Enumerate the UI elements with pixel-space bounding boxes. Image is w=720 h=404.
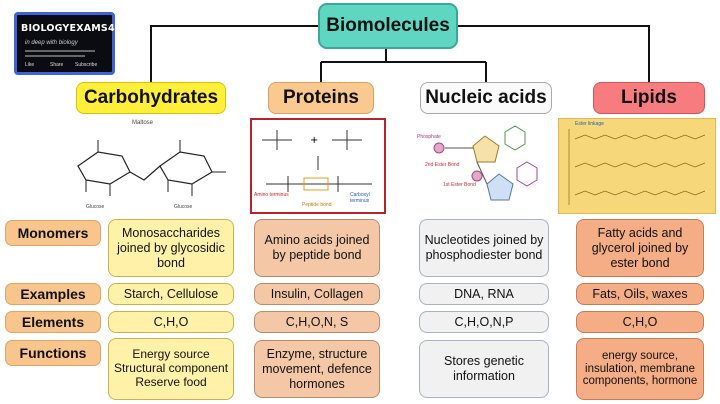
cell-nucleic-acids-monomers: Nucleotides joined by phosphodiester bon… [419, 219, 549, 277]
root-title: Biomolecules [318, 3, 458, 49]
amino-terminus-label: Amino terminus [254, 192, 289, 198]
cell-carbohydrates-monomers: Monosaccharides joined by glycosidic bon… [108, 219, 234, 277]
logo-like-label: Like [25, 62, 35, 68]
second-ester-bond-label: 2nd Ester Bond [425, 162, 460, 168]
logo-divider [25, 50, 95, 52]
first-ester-bond-label: 1st Ester Bond [443, 182, 476, 188]
cell-nucleic-acids-elements: C,H,O,N,P [419, 311, 549, 333]
row-label-functions: Functions [5, 340, 101, 366]
cell-carbohydrates-examples: Starch, Cellulose [108, 283, 234, 305]
logo-subscribe-label: Subscribe [75, 62, 98, 68]
cell-proteins-monomers: Amino acids joined by peptide bond [254, 219, 380, 277]
ester-linkage-label: Ester linkage [575, 121, 604, 127]
logo-tagline: in deep with biology [25, 40, 78, 46]
cell-lipids-examples: Fats, Oils, waxes [576, 283, 704, 305]
nucleotide-chain [433, 125, 538, 201]
lipid-chain [568, 129, 706, 205]
logo-title: BIOLOGYEXAMS4U [21, 23, 123, 34]
svg-text:+: + [310, 135, 318, 146]
lipid-structure-image: Ester linkage [558, 118, 716, 214]
peptide-bond-label: Peptide bond [302, 202, 332, 208]
cell-proteins-examples: Insulin, Collagen [254, 283, 380, 305]
category-proteins: Proteins [268, 82, 374, 114]
cell-lipids-functions: energy source, insulation, membrane comp… [576, 338, 704, 400]
carboxyl-terminus-label: Carboxyl terminus [350, 192, 370, 204]
cell-carbohydrates-elements: C,H,O [108, 311, 234, 333]
glucose-right-label: Glucose [174, 204, 193, 210]
nucleotide-structure-image: Phosphate 2nd Ester Bond 1st Ester Bond [415, 118, 555, 214]
category-lipids: Lipids [593, 82, 705, 114]
peptide-bond-image: + Amino terminus Peptide bond Carboxyl t… [250, 118, 386, 214]
cell-proteins-functions: Enzyme, structure movement, defence horm… [254, 340, 380, 398]
cell-lipids-monomers: Fatty acids and glycerol joined by ester… [576, 219, 704, 277]
glucose-left-label: Glucose [86, 204, 105, 210]
maltose-label: Maltose [132, 120, 154, 126]
category-carbohydrates: Carbohydrates [76, 82, 226, 114]
row-label-examples: Examples [5, 283, 101, 305]
cell-nucleic-acids-functions: Stores genetic information [419, 340, 549, 398]
cell-nucleic-acids-examples: DNA, RNA [419, 283, 549, 305]
logo-share-label: Share [50, 62, 64, 68]
cell-lipids-elements: C,H,O [576, 311, 704, 333]
row-label-monomers: Monomers [5, 220, 101, 246]
logo-divider [25, 55, 85, 57]
row-label-elements: Elements [5, 311, 101, 333]
peptide-structure: + [262, 130, 372, 192]
cell-carbohydrates-functions: Energy source Structural component Reser… [108, 338, 234, 400]
category-nucleic-acids: Nucleic acids [420, 82, 552, 114]
channel-logo[interactable]: BIOLOGYEXAMS4U in deep with biology Like… [14, 12, 123, 75]
maltose-structure-image: Maltose Glucose Glucose [60, 118, 240, 214]
maltose-rings [77, 140, 226, 196]
cell-proteins-elements: C,H,O,N, S [254, 311, 380, 333]
phosphate-label: Phosphate [417, 134, 441, 140]
